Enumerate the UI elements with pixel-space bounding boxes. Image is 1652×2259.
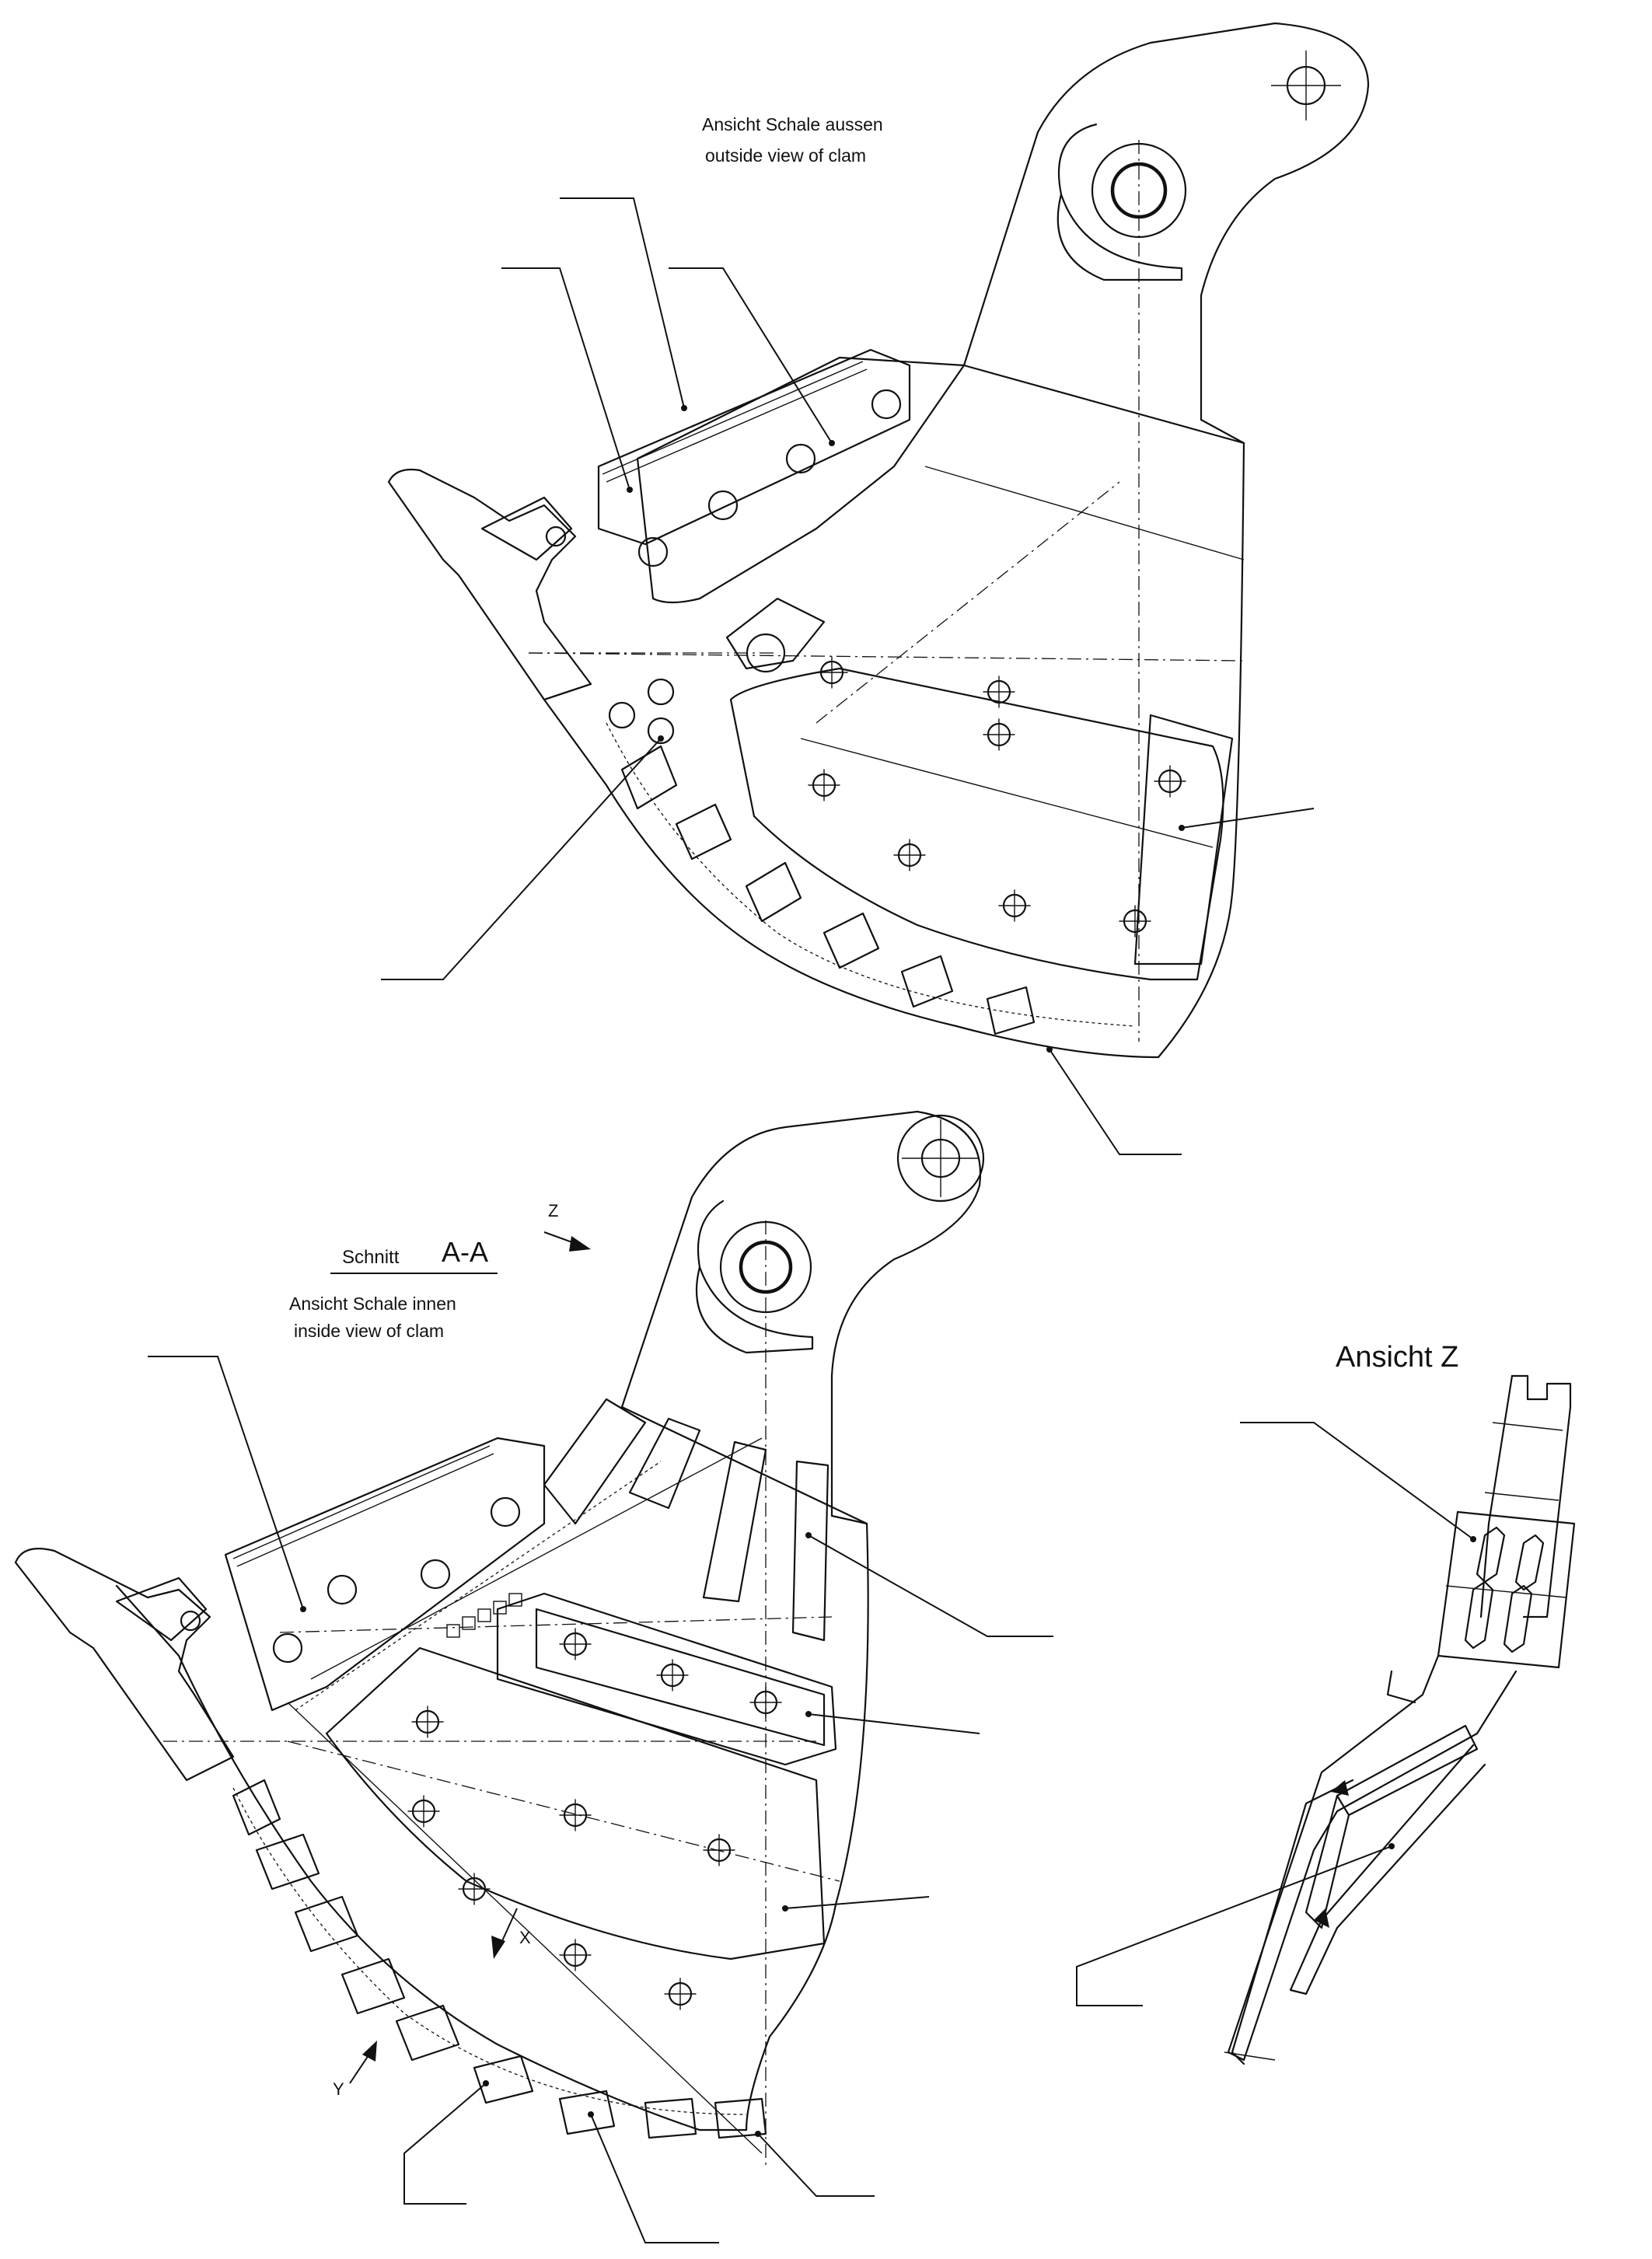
outside-plate-hole-3 bbox=[785, 443, 816, 474]
view-z-wear-plate bbox=[1304, 1724, 1479, 1929]
inside-plate-hole-3 bbox=[420, 1559, 451, 1590]
inside-slot-row bbox=[446, 1593, 522, 1638]
inside-view-title-en: inside view of clam bbox=[294, 1321, 444, 1341]
inside-plate-hole-4 bbox=[490, 1496, 521, 1528]
outside-small-hole-1 bbox=[647, 678, 675, 706]
inside-bolt-holes bbox=[407, 1628, 782, 2010]
outside-lip-teeth bbox=[602, 361, 868, 483]
arrow-x-label: X bbox=[519, 1928, 531, 1947]
inside-bolt-plate-inner bbox=[535, 1608, 826, 1747]
view-z-upper-arm-left bbox=[1479, 1374, 1514, 1618]
inside-top-hole-cross bbox=[902, 1119, 980, 1197]
outside-diagonal-1 bbox=[816, 481, 1120, 724]
outside-plate-hole-4 bbox=[871, 389, 902, 420]
view-z-clamp-block bbox=[1437, 1510, 1576, 1669]
outside-plate-hole-2 bbox=[707, 490, 739, 521]
outside-small-hole-2 bbox=[608, 701, 636, 729]
section-word: Schnitt bbox=[342, 1247, 400, 1268]
inside-diagonal-4 bbox=[310, 1437, 763, 1680]
outside-diagonal-2 bbox=[528, 652, 1245, 662]
view-z-lower-arm-left bbox=[1231, 1779, 1354, 2065]
view-z-bolt-slots bbox=[1464, 1526, 1545, 1653]
outside-lower-panel bbox=[729, 667, 1224, 981]
inside-diagonal-3 bbox=[287, 1702, 763, 2154]
view-z-upper-arm bbox=[1511, 1374, 1572, 1618]
inside-diagonal-2 bbox=[287, 1741, 840, 1882]
inside-teeth-segments bbox=[232, 1779, 767, 2139]
outside-ear-outline bbox=[962, 22, 1370, 445]
inside-view-clam: Z X Y Schnitt A-A Ansicht Schale innen i… bbox=[14, 1110, 1053, 2243]
section-id: A-A bbox=[442, 1236, 488, 1268]
inside-bolt-plate bbox=[496, 1592, 837, 1766]
view-z-weld-1 bbox=[1331, 1780, 1349, 1796]
view-z-strip bbox=[1289, 1744, 1486, 1995]
view-z-ref-line bbox=[1224, 2051, 1276, 2061]
inside-ear-inner bbox=[695, 1199, 814, 1354]
inside-ribs bbox=[543, 1398, 829, 1642]
outside-body-outline bbox=[543, 364, 1245, 1059]
outside-plate-hole-1 bbox=[637, 536, 669, 567]
inside-nose-tooth-holder bbox=[115, 1576, 208, 1642]
outside-small-hole-3 bbox=[647, 717, 675, 745]
inside-lower-panel bbox=[325, 1646, 826, 1960]
arrow-x-marker bbox=[491, 1908, 518, 1959]
arrow-y-marker bbox=[349, 2041, 377, 2084]
inside-nose-outline bbox=[14, 1548, 235, 1782]
outside-nose-outline bbox=[387, 468, 592, 701]
outside-diagonal-3 bbox=[924, 466, 1245, 560]
arrow-z-label: Z bbox=[548, 1201, 558, 1220]
inside-view-title-de: Ansicht Schale innen bbox=[289, 1294, 456, 1314]
view-z-lower-arm bbox=[1227, 1654, 1518, 2062]
inside-ear-outline bbox=[620, 1110, 982, 1525]
inside-top-hole-outer bbox=[896, 1114, 985, 1203]
inside-body-outline bbox=[115, 1405, 869, 2132]
view-z: Ansicht Z bbox=[1076, 1341, 1576, 2065]
outside-cutting-segments bbox=[620, 745, 1036, 1035]
arrow-y-label: Y bbox=[333, 2079, 344, 2099]
outside-view-clam: Ansicht Schale aussen outside view of cl… bbox=[381, 22, 1370, 1155]
outside-ear-inner bbox=[1057, 123, 1183, 281]
view-z-weld-2 bbox=[1314, 1908, 1329, 1928]
view-z-clamp-divider bbox=[1445, 1585, 1567, 1598]
outside-view-title-en: outside view of clam bbox=[705, 145, 866, 166]
outside-diagonal-4 bbox=[800, 738, 1214, 848]
inside-diagonal-1 bbox=[279, 1616, 833, 1633]
inside-hidden-arc bbox=[232, 1787, 747, 2115]
outside-top-hole-cross bbox=[1271, 51, 1341, 120]
view-z-leaders bbox=[1076, 1422, 1476, 2006]
inside-lip-plate bbox=[224, 1437, 546, 1712]
inside-lip-teeth bbox=[232, 1445, 494, 1567]
inside-nose-hole bbox=[180, 1610, 201, 1632]
outside-lip-plate bbox=[597, 348, 911, 546]
view-z-title: Ansicht Z bbox=[1336, 1341, 1458, 1374]
view-z-upper-arm-lines bbox=[1484, 1422, 1563, 1501]
outside-body-upper-edge bbox=[636, 356, 966, 604]
outside-view-title-de: Ansicht Schale aussen bbox=[702, 114, 883, 134]
inside-plate-hole-2 bbox=[327, 1574, 358, 1605]
outside-hinge-bracket bbox=[725, 597, 826, 670]
inside-leaders bbox=[148, 1356, 1053, 2243]
arrow-z-marker bbox=[543, 1231, 591, 1252]
outside-nose-tooth-holder bbox=[480, 496, 573, 561]
outside-hidden-arc bbox=[606, 722, 1136, 1027]
view-z-spike bbox=[1386, 1670, 1416, 1704]
outside-right-plate bbox=[1133, 714, 1234, 965]
inside-plate-hole-1 bbox=[272, 1632, 303, 1664]
outside-nose-hole bbox=[545, 525, 567, 547]
outside-leaders bbox=[381, 197, 1315, 1155]
outside-bolt-holes bbox=[808, 656, 1186, 937]
inside-plate-hidden bbox=[295, 1461, 662, 1711]
